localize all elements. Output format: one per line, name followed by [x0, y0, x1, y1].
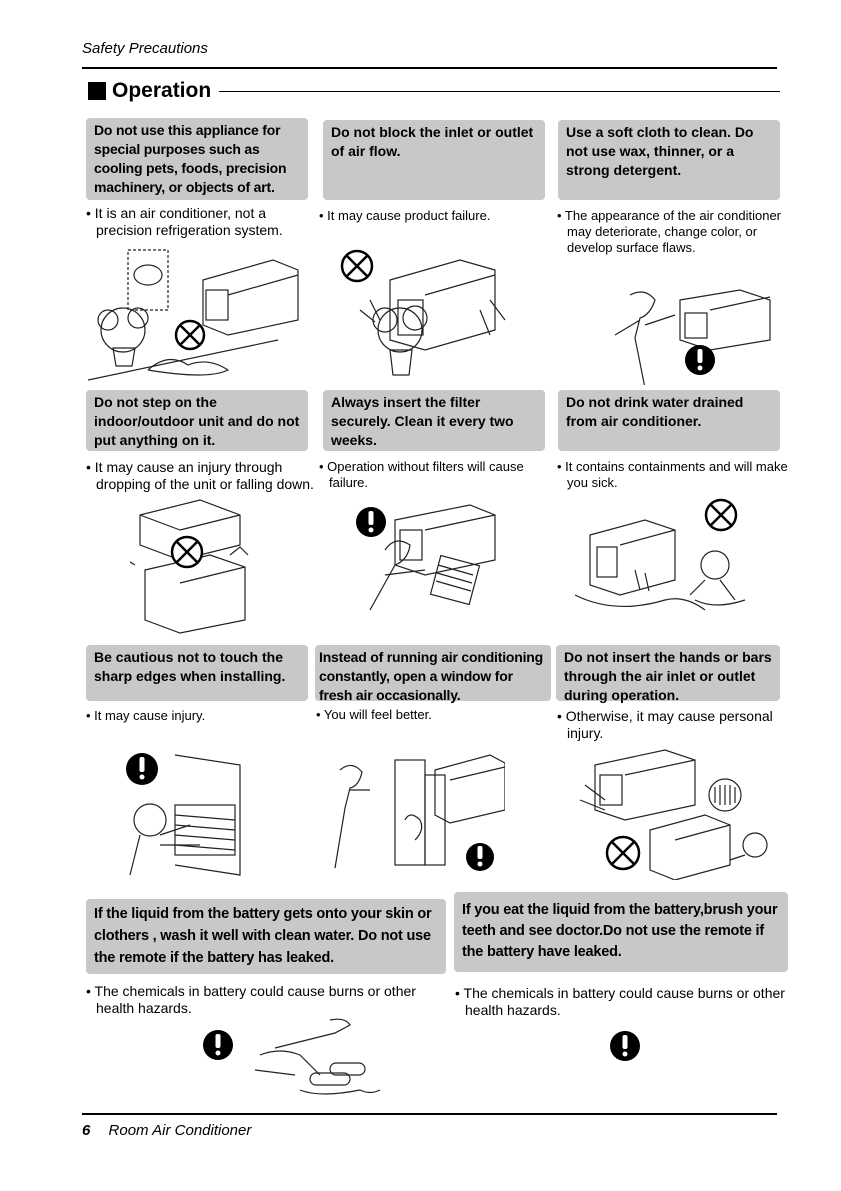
section-title: Operation	[112, 79, 212, 102]
warning-box-4: Do not step on the indoor/outdoor unit a…	[86, 390, 308, 451]
exclamation-icon	[356, 507, 386, 537]
exclamation-icon	[126, 753, 158, 785]
header-rule	[82, 67, 777, 69]
warning-note-1: • It is an air conditioner, not a precis…	[86, 205, 283, 238]
warning-box-5: Always insert the filter securely. Clean…	[323, 390, 545, 451]
warning-box-1: Do not use this appliance for special pu…	[86, 118, 308, 200]
exclamation-icon	[685, 345, 715, 375]
footer-title: Room Air Conditioner	[108, 1122, 252, 1139]
warning-note-2: • It may cause product failure.	[319, 208, 491, 223]
section-rule	[219, 90, 780, 92]
illustration-soft-cloth	[614, 289, 771, 385]
prohibited-icon	[174, 319, 206, 351]
warning-note-10: • The chemicals in battery could cause b…	[86, 983, 416, 1016]
warning-note-6: • It contains containments and will make…	[557, 459, 788, 490]
page-footer: 6 Room Air Conditioner	[82, 1122, 251, 1139]
prohibited-icon	[704, 498, 738, 532]
prohibited-icon	[170, 535, 204, 569]
warning-box-8: Instead of running air conditioning cons…	[315, 645, 551, 703]
running-header: Safety Precautions	[82, 40, 208, 57]
illustration-no-hands-inlet	[579, 749, 768, 880]
warning-box-6: Do not drink water drained from air cond…	[558, 390, 780, 451]
illustration-insert-filter	[356, 504, 496, 611]
illustration-battery-leak	[203, 1018, 381, 1095]
section-heading: Operation	[88, 79, 780, 103]
warning-note-7: • It may cause injury.	[86, 708, 206, 723]
warning-box-10: If the liquid from the battery gets onto…	[86, 899, 446, 974]
illustration-no-drinking-water	[575, 498, 746, 611]
warning-box-3: Use a soft cloth to clean. Do not use wa…	[558, 120, 780, 200]
footer-rule	[82, 1113, 777, 1115]
page-number: 6	[82, 1122, 91, 1139]
illustration-do-not-step	[130, 499, 249, 634]
warning-note-5: • Operation without filters will cause f…	[319, 459, 524, 490]
warning-box-9: Do not insert the hands or bars through …	[556, 645, 780, 703]
exclamation-icon	[466, 843, 494, 871]
warning-note-11: • The chemicals in battery could cause b…	[455, 985, 785, 1018]
warning-note-9: • Otherwise, it may cause personal injur…	[557, 708, 773, 741]
warning-note-4: • It may cause an injury through droppin…	[86, 459, 314, 492]
warning-box-2: Do not block the inlet or outlet of air …	[323, 120, 545, 200]
prohibited-icon	[605, 835, 641, 871]
prohibited-icon	[340, 249, 374, 283]
illustration-no-special-purposes	[88, 249, 299, 381]
warning-box-7: Be cautious not to touch the sharp edges…	[86, 645, 308, 701]
illustration-open-window	[334, 754, 505, 871]
exclamation-icon	[610, 1031, 640, 1061]
illustration-sharp-edges	[126, 753, 241, 876]
section-square-icon	[88, 82, 106, 100]
warning-note-8: • You will feel better.	[316, 707, 432, 722]
exclamation-icon	[203, 1030, 233, 1060]
warning-box-11: If you eat the liquid from the battery,b…	[454, 892, 788, 972]
illustration-blocked-airflow	[340, 249, 506, 376]
warning-note-3: • The appearance of the air conditioner …	[557, 208, 782, 255]
